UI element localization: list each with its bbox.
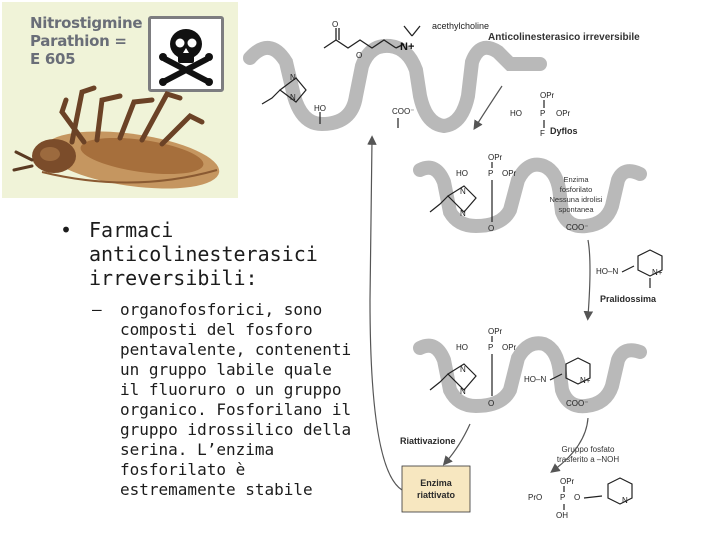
enzyme-oxime-complex: OPr HO P OPr O N N HO–N N+ COO⁻ (429, 327, 591, 408)
reactivated-enzyme-box (401, 465, 471, 513)
mechanism-diagram: O O N+ acethylcholine Anticolinesterasic… (240, 0, 720, 540)
svg-text:N: N (290, 73, 296, 82)
reactivation-label: Riattivazione (400, 436, 456, 446)
svg-text:OPr: OPr (540, 91, 555, 100)
svg-text:N: N (460, 187, 466, 196)
enzyme-membrane-3 (413, 336, 647, 414)
svg-text:spontanea: spontanea (558, 205, 594, 214)
poison-label-e605: E 605 (30, 50, 76, 68)
svg-text:F: F (540, 129, 545, 138)
transfer-line-2: trasferito a –NOH (557, 455, 619, 464)
svg-text:N: N (460, 387, 466, 396)
bullet-dash: – (92, 300, 102, 319)
phosphorylated-oxime-product: OPr PrO P O N OH (528, 477, 633, 520)
svg-text:PrO: PrO (528, 493, 542, 502)
reactivated-enzyme-line-1: Enzima (420, 478, 453, 488)
svg-text:N: N (460, 365, 466, 374)
poison-illustration: Nitrostigmine = Parathion = E 605 (2, 2, 238, 198)
svg-text:OPr: OPr (502, 343, 517, 352)
svg-text:P: P (560, 493, 565, 502)
dyflos-name: Dyflos (550, 126, 578, 136)
poison-label-nitrostigmine: Nitrostigmine = (30, 14, 160, 32)
svg-text:N: N (622, 496, 628, 505)
acetylcholine-structure: O O N+ (323, 20, 421, 60)
svg-text:OPr: OPr (556, 109, 571, 118)
svg-text:P: P (488, 169, 493, 178)
svg-text:P: P (488, 343, 493, 352)
arrow-dyflos-binding (473, 85, 503, 131)
svg-text:fosforilato: fosforilato (560, 185, 593, 194)
acetylcholine-label: acethylcholine (432, 21, 489, 31)
svg-text:HO: HO (456, 169, 468, 178)
svg-text:OPr: OPr (502, 169, 517, 178)
enzyme-membrane-1 (243, 38, 547, 134)
phosphorylated-enzyme-structure: OPr HO P OPr O N N COO⁻ (429, 153, 588, 233)
glutamate-coo-1: COO⁻ (392, 107, 414, 116)
reactivated-enzyme-line-2: riattivato (417, 490, 456, 500)
svg-text:N: N (460, 209, 466, 218)
svg-text:HO: HO (456, 343, 468, 352)
dead-beetle-illustration (12, 85, 220, 189)
svg-text:Enzima: Enzima (563, 175, 589, 184)
svg-text:N: N (290, 93, 296, 102)
arrow-regeneration (367, 135, 403, 491)
svg-text:O: O (488, 224, 494, 233)
dyflos-structure: OPr HO P OPr F Dyflos (510, 91, 578, 138)
pralidoxime-name: Pralidossima (600, 294, 657, 304)
poison-label-parathion: Parathion = (30, 32, 127, 50)
svg-text:P: P (540, 109, 545, 118)
svg-text:HO: HO (510, 109, 522, 118)
arrow-to-reactivation (442, 423, 471, 466)
pralidoxime-structure: HO–N N+ Pralidossima (596, 249, 663, 304)
svg-text:OPr: OPr (560, 477, 575, 486)
svg-text:OPr: OPr (488, 153, 503, 162)
svg-text:Nessuna idrolisi: Nessuna idrolisi (550, 195, 603, 204)
bullet-dot: • (60, 218, 73, 242)
arrow-to-product (550, 417, 589, 473)
active-site-1: N N HO COO⁻ (261, 73, 414, 128)
svg-text:N+: N+ (652, 268, 663, 277)
bullet-sub-text: organofosforici, sono composti del fosfo… (120, 300, 352, 499)
svg-text:OH: OH (556, 511, 568, 520)
svg-text:OPr: OPr (488, 327, 503, 336)
svg-text:HO–N: HO–N (524, 375, 546, 384)
svg-text:O: O (488, 399, 494, 408)
acetylcholine-o-top: O (332, 20, 338, 29)
svg-text:COO⁻: COO⁻ (566, 399, 588, 408)
arrow-to-pralidoxime (583, 239, 594, 321)
svg-text:COO⁻: COO⁻ (566, 223, 588, 232)
acetylcholine-o-ester: O (356, 51, 362, 60)
transfer-line-1: Gruppo fosfato (562, 445, 615, 454)
svg-text:HO–N: HO–N (596, 267, 618, 276)
enzyme-membrane-2 (413, 157, 647, 234)
skull-crossbones-icon (148, 16, 224, 92)
svg-text:O: O (574, 493, 580, 502)
enzyme-info-text: Enzima fosforilato Nessuna idrolisi spon… (550, 175, 603, 214)
serine-ho-1: HO (314, 104, 326, 113)
acetylcholine-n-plus: N+ (400, 41, 414, 53)
svg-text:N+: N+ (580, 376, 591, 385)
bullet-main-text: Farmaci anticolinesterasici irreversibil… (89, 218, 318, 290)
diagram-title: Anticolinesterasico irreversibile (488, 32, 640, 43)
